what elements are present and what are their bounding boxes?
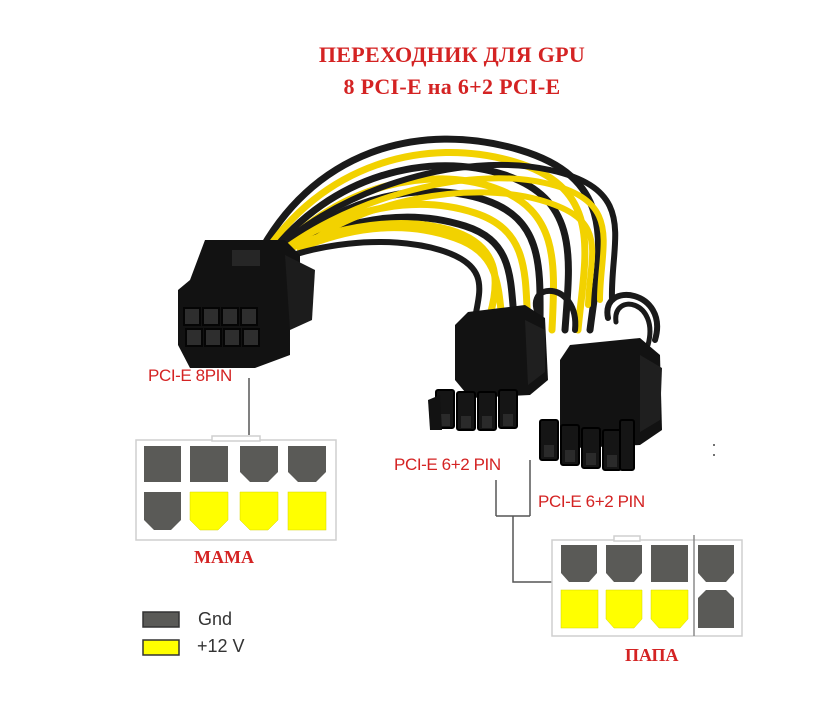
label-male: ПАПА xyxy=(625,645,679,665)
male-pin-1 xyxy=(561,545,597,582)
pcie-62-connector-right xyxy=(539,338,662,471)
title-line-1: ПЕРЕХОДНИК ДЛЯ GPU xyxy=(318,42,586,67)
label-pcie-62-left: PCI-E 6+2 PIN xyxy=(394,455,501,474)
male-pin-3 xyxy=(651,545,688,582)
female-pin-2 xyxy=(190,446,228,482)
leader-lines-62 xyxy=(495,460,552,583)
male-pin-8 xyxy=(698,590,734,628)
female-8pin-pinout-diagram xyxy=(135,435,337,541)
male-pin-6 xyxy=(605,589,643,629)
label-female: МАМА xyxy=(194,547,254,567)
female-pin-6 xyxy=(189,491,229,531)
legend-label-12v: +12 V xyxy=(197,636,245,656)
male-pin-2 xyxy=(606,545,642,582)
legend-swatch-gnd xyxy=(142,611,180,628)
female-pin-5 xyxy=(144,492,181,530)
female-pin-3 xyxy=(240,446,278,482)
male-62pin-pinout-diagram xyxy=(551,535,743,637)
cable-wires xyxy=(242,135,661,348)
legend-label-gnd: Gnd xyxy=(198,609,233,629)
pcie-8pin-connector xyxy=(178,240,315,368)
male-pin-7 xyxy=(650,589,689,629)
male-pin-5 xyxy=(560,589,599,629)
title-line-2: 8 PCI-E на 6+2 PCI-E xyxy=(343,74,561,99)
female-pin-7 xyxy=(239,491,279,531)
female-pin-8 xyxy=(287,491,327,531)
female-pin-1 xyxy=(144,446,181,482)
label-pcie-8pin: PCI-E 8PIN xyxy=(148,366,232,385)
male-pin-4 xyxy=(698,545,734,582)
label-pcie-62-right: PCI-E 6+2 PIN xyxy=(538,492,645,511)
female-pin-4 xyxy=(288,446,326,482)
legend-swatch-12v xyxy=(142,639,180,656)
pcie-62-connector-left xyxy=(428,305,548,431)
